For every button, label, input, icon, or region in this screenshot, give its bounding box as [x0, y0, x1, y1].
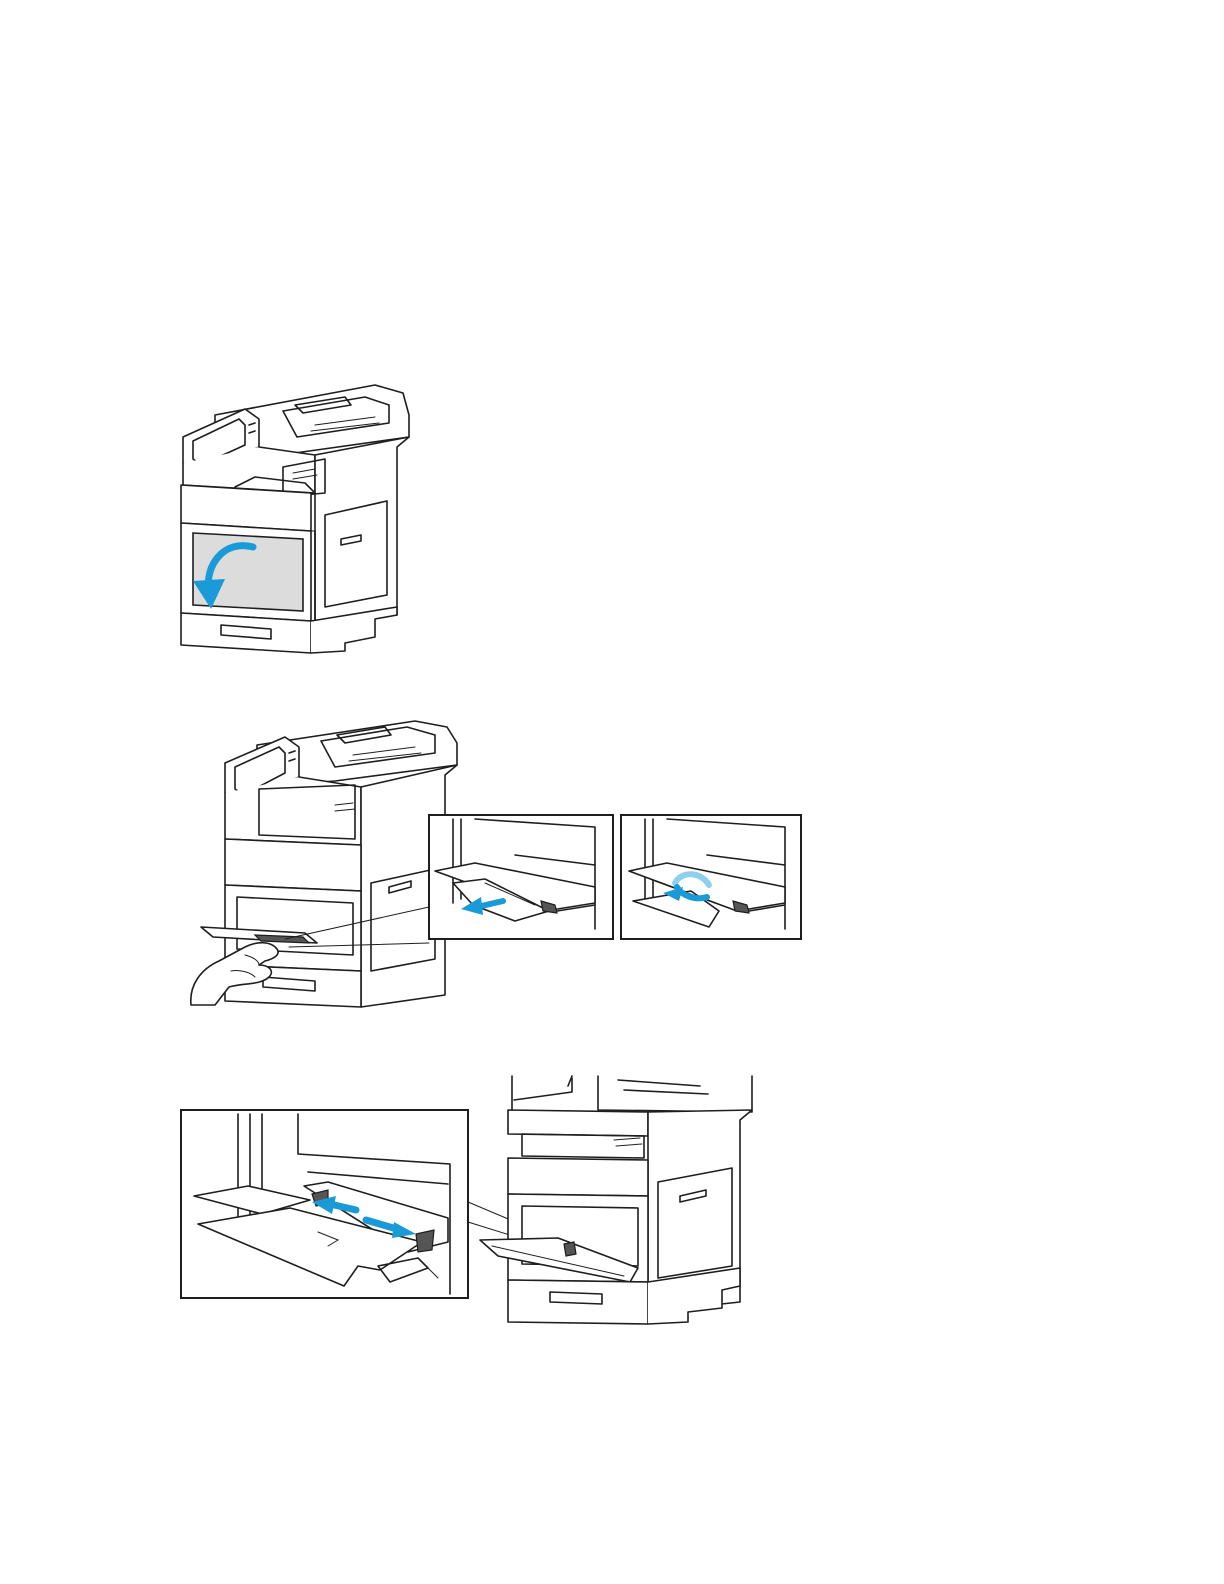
printer-illustration-2	[185, 715, 810, 1015]
printer-illustration-3	[178, 1072, 768, 1334]
figure-open-bypass-tray	[175, 375, 420, 660]
printer-illustration-1	[175, 375, 420, 660]
figure-pull-out-extension	[185, 715, 810, 1015]
figure-adjust-width-guides	[178, 1072, 768, 1334]
